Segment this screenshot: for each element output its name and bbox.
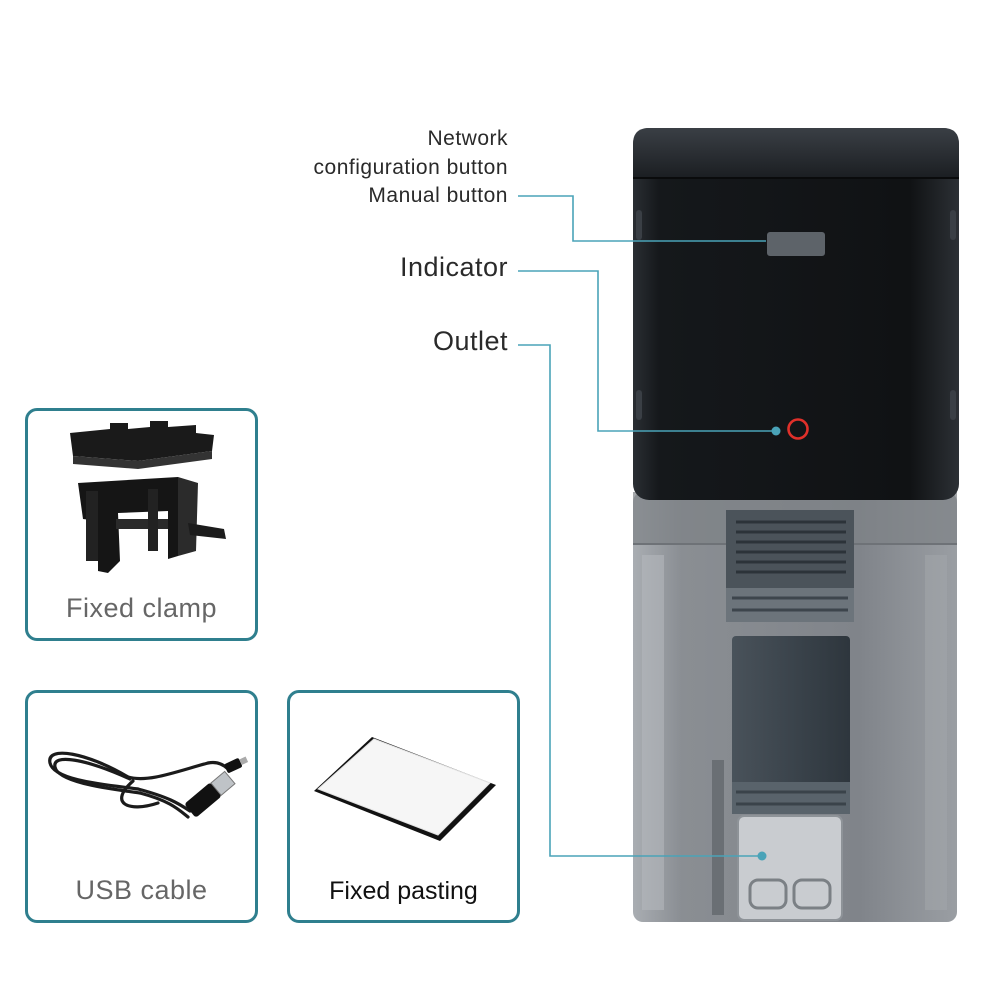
network-manual-button-label: Network configuration button Manual butt… [314,125,508,211]
callout-lines [518,195,776,857]
accessory-card-clamp: Fixed clamp [25,408,258,641]
indicator-light [787,418,809,440]
accessory-card-usb: USB cable [25,690,258,923]
label-line-configuration: configuration button [313,155,508,179]
fixed-clamp-caption: Fixed clamp [65,593,218,623]
control-unit [633,128,959,500]
outlet-label: Outlet [432,326,508,356]
label-line-network: Network [427,127,508,150]
clip-mechanism [726,510,854,921]
adhesive-pad-image [314,737,496,841]
fixed-pasting-caption: Fixed pasting [329,877,478,905]
label-line-manual: Manual button [368,184,508,207]
manual-button-graphic [767,232,825,256]
indicator-label: Indicator [399,252,508,282]
callout-dots [757,426,781,861]
fixed-clamp-image [70,421,226,573]
usb-cable-caption: USB cable [75,875,208,905]
usb-cable-image [48,751,249,819]
accessory-card-pasting: Fixed pasting [287,690,520,923]
